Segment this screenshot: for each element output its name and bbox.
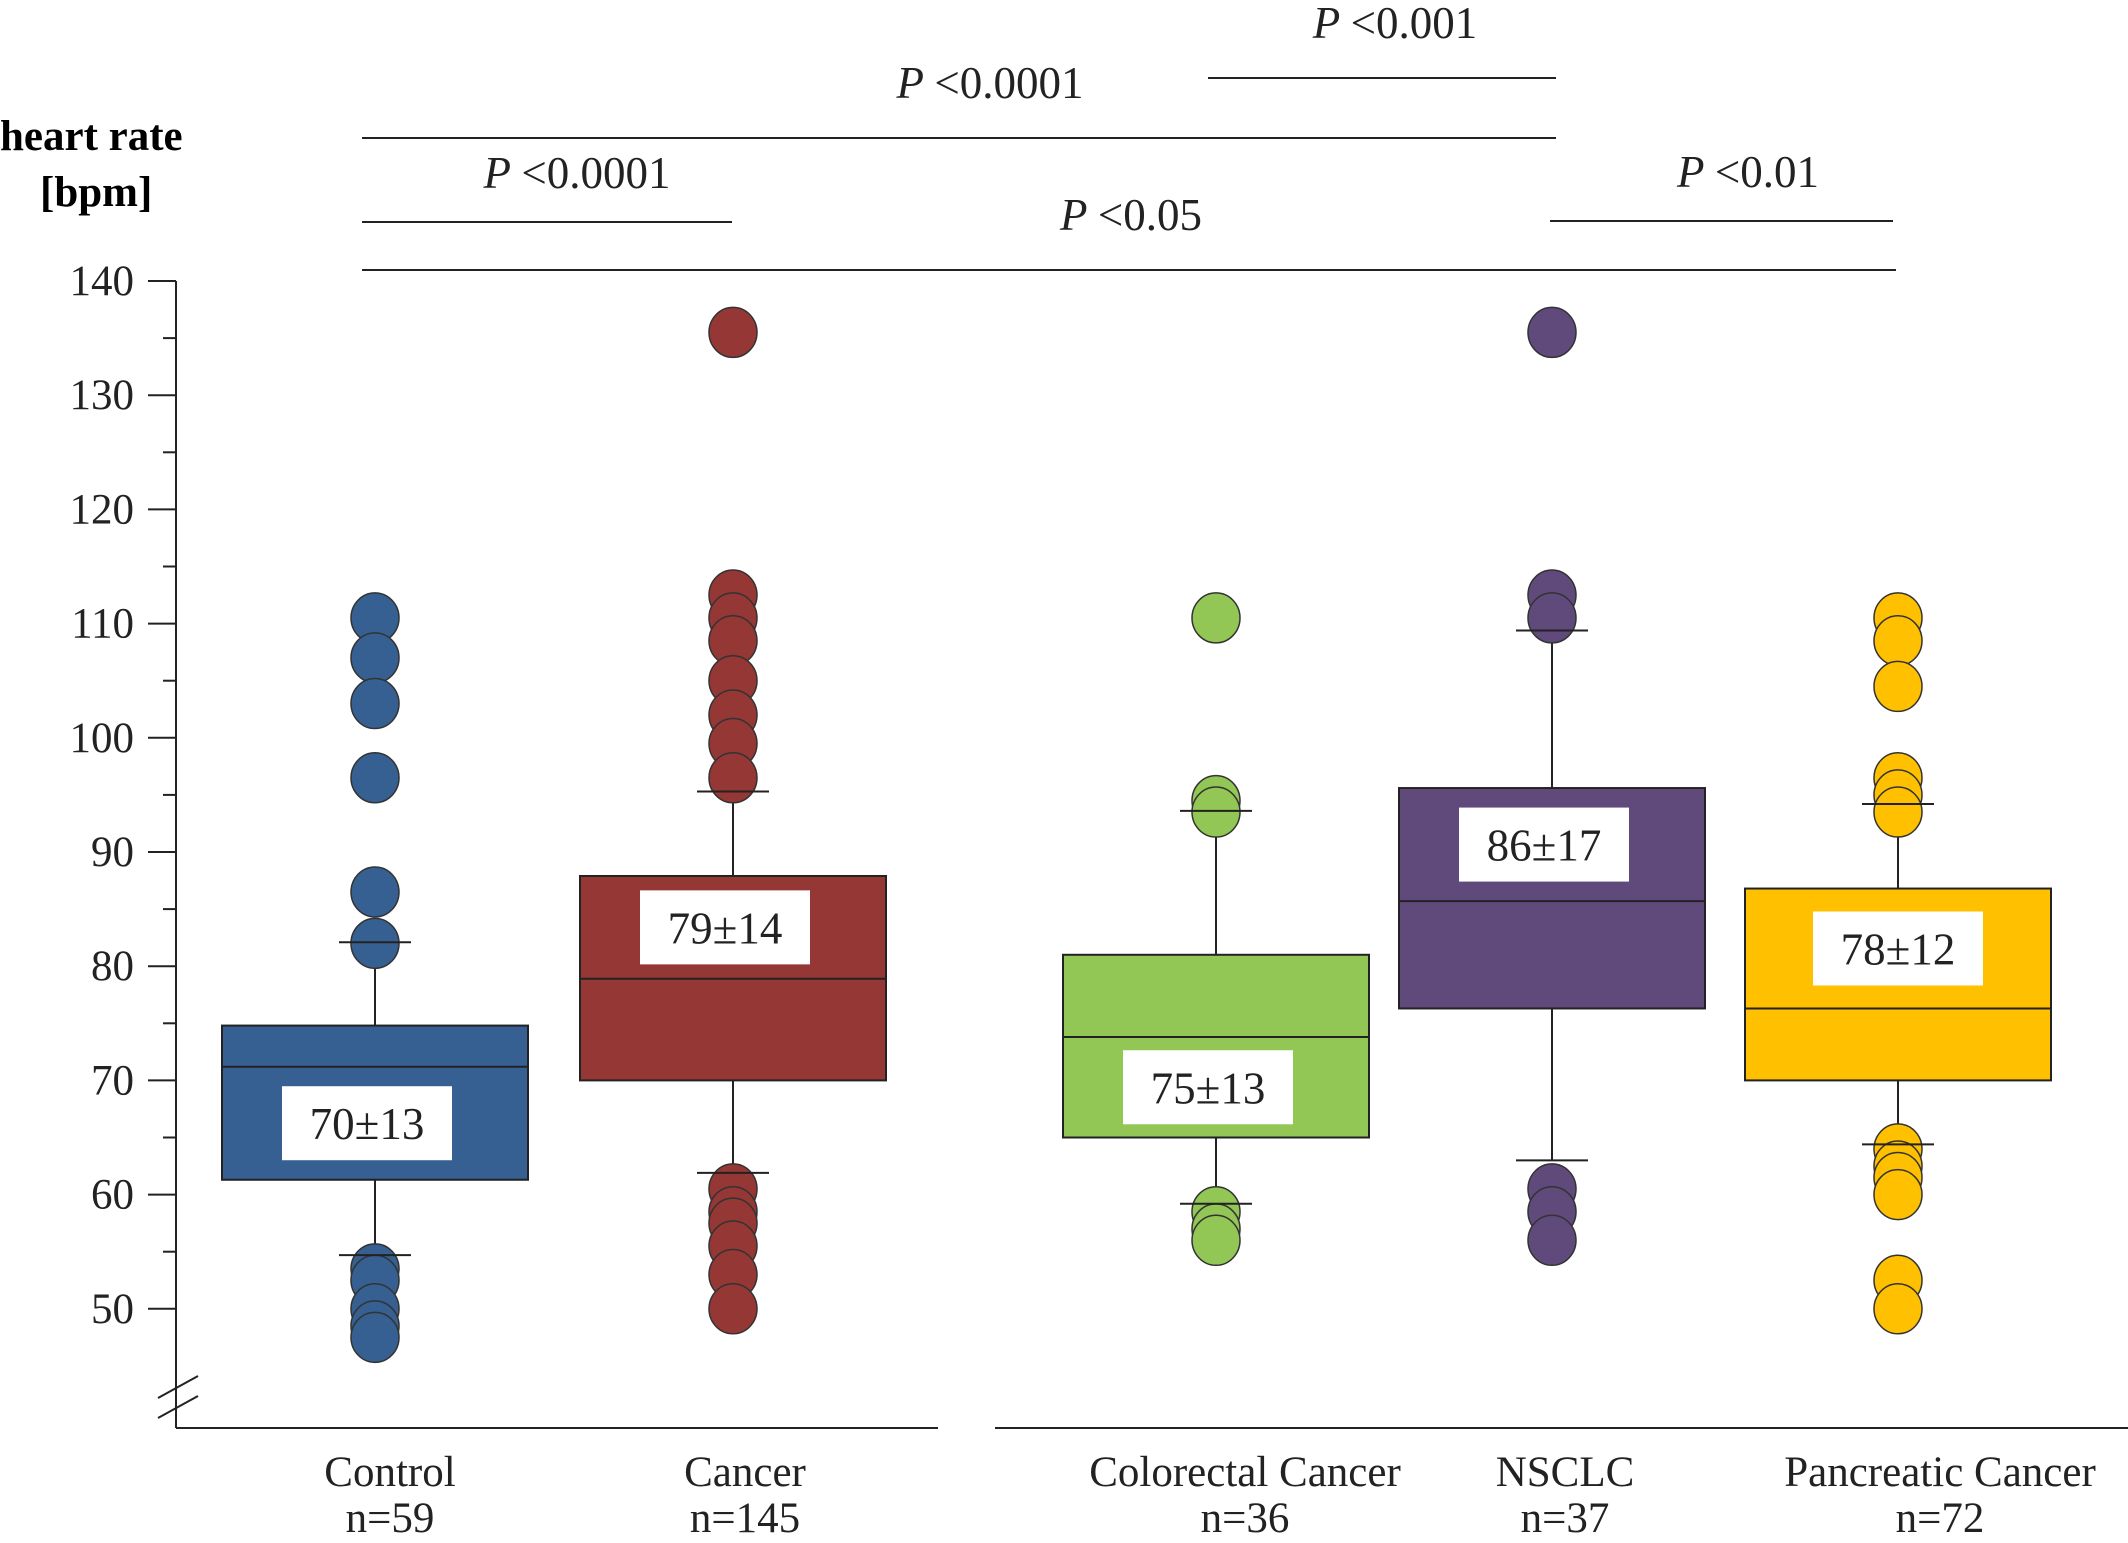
p-symbol: P — [1059, 190, 1098, 240]
y-axis: 50 60 70 80 90 100 110 120 130 140 — [70, 258, 199, 1428]
significance-bracket: P <0.05 — [362, 190, 1896, 271]
outlier-point — [1873, 614, 1923, 667]
outlier-point — [1873, 786, 1923, 838]
boxes: 70±13 79±14 75±13 86±17 78±12 — [221, 306, 2052, 1364]
outlier-point — [708, 752, 758, 804]
y-tick-label: 70 — [91, 1057, 134, 1104]
outlier-point — [350, 752, 400, 804]
x-category-label: Cancer — [684, 1449, 806, 1496]
outlier-point — [1873, 1168, 1923, 1221]
significance-bracket: P <0.01 — [1550, 147, 1893, 222]
y-axis-title: heart rate [bpm] — [0, 113, 183, 216]
p-symbol: P — [482, 148, 521, 198]
x-category-n-label: n=145 — [690, 1495, 800, 1542]
outlier-point — [1191, 786, 1241, 838]
outlier-point — [1873, 1283, 1923, 1335]
x-category-label: NSCLC — [1496, 1449, 1635, 1496]
p-symbol: P — [895, 58, 934, 108]
summary-label-bg — [282, 1086, 452, 1161]
box-group: 78±12 — [1744, 592, 2052, 1335]
p-value: <0.001 — [1351, 0, 1478, 48]
y-tick-label: 110 — [71, 601, 134, 648]
p-value-label: P <0.0001 — [482, 148, 670, 198]
box-group: 79±14 — [579, 306, 887, 1335]
y-tick-label: 80 — [91, 943, 134, 990]
y-tick-label: 140 — [70, 258, 135, 305]
p-value: <0.0001 — [934, 58, 1083, 108]
outlier-point — [350, 917, 400, 970]
outlier-point — [350, 866, 400, 918]
box-group: 70±13 — [221, 592, 529, 1364]
outlier-point — [350, 677, 400, 730]
significance-bracket: P <0.0001 — [362, 148, 732, 223]
outlier-point — [350, 1311, 400, 1364]
x-category-label: Control — [324, 1449, 455, 1496]
summary-label: 70±13 — [310, 1099, 425, 1149]
outlier-point — [1191, 592, 1241, 644]
x-category-n-label: n=59 — [346, 1495, 435, 1542]
y-axis-title-line1: heart rate — [0, 113, 183, 160]
summary-label-bg — [1459, 807, 1629, 882]
outlier-point — [350, 632, 400, 684]
p-value-label: P <0.05 — [1059, 190, 1202, 240]
y-tick-label: 130 — [70, 372, 135, 419]
x-category-label: Pancreatic Cancer — [1784, 1449, 2096, 1496]
box-group: 75±13 — [1062, 592, 1370, 1267]
summary-label-bg — [640, 890, 810, 965]
outlier-point — [1527, 592, 1577, 644]
outlier-point — [1527, 1214, 1577, 1267]
p-value-label: P <0.01 — [1676, 147, 1819, 197]
summary-label: 79±14 — [668, 903, 783, 953]
p-value: <0.01 — [1715, 147, 1819, 197]
x-category-n-label: n=37 — [1521, 1495, 1610, 1542]
summary-label: 78±12 — [1841, 924, 1956, 974]
summary-label: 75±13 — [1151, 1063, 1266, 1113]
y-tick-label: 50 — [91, 1286, 134, 1333]
outlier-point — [1873, 660, 1923, 713]
x-category-label: Colorectal Cancer — [1089, 1449, 1401, 1496]
p-symbol: P — [1312, 0, 1351, 48]
summary-label-bg — [1123, 1050, 1293, 1125]
significance-bracket: P <0.001 — [1208, 0, 1556, 79]
axis-break-mark — [157, 1395, 199, 1419]
p-value-label: P <0.001 — [1312, 0, 1478, 48]
p-value: <0.05 — [1098, 190, 1202, 240]
summary-label: 86±17 — [1487, 821, 1602, 871]
outlier-point — [1527, 306, 1577, 359]
x-category-n-label: n=72 — [1896, 1495, 1985, 1542]
y-tick-label: 100 — [70, 715, 135, 762]
box-group: 86±17 — [1398, 306, 1706, 1267]
y-tick-label: 90 — [91, 829, 134, 876]
p-value-label: P <0.0001 — [895, 58, 1083, 108]
p-value: <0.0001 — [521, 148, 670, 198]
summary-label-bg — [1813, 911, 1983, 986]
p-symbol: P — [1676, 147, 1715, 197]
significance-bracket: P <0.0001 — [362, 58, 1556, 139]
y-tick-label: 60 — [91, 1172, 134, 1219]
y-tick-label: 120 — [70, 486, 135, 533]
axis-break-mark — [157, 1375, 199, 1399]
outlier-point — [1191, 1214, 1241, 1267]
outlier-point — [708, 1283, 758, 1335]
outlier-point — [708, 306, 758, 359]
x-category-n-label: n=36 — [1201, 1495, 1290, 1542]
y-axis-title-line2: [bpm] — [40, 169, 152, 216]
